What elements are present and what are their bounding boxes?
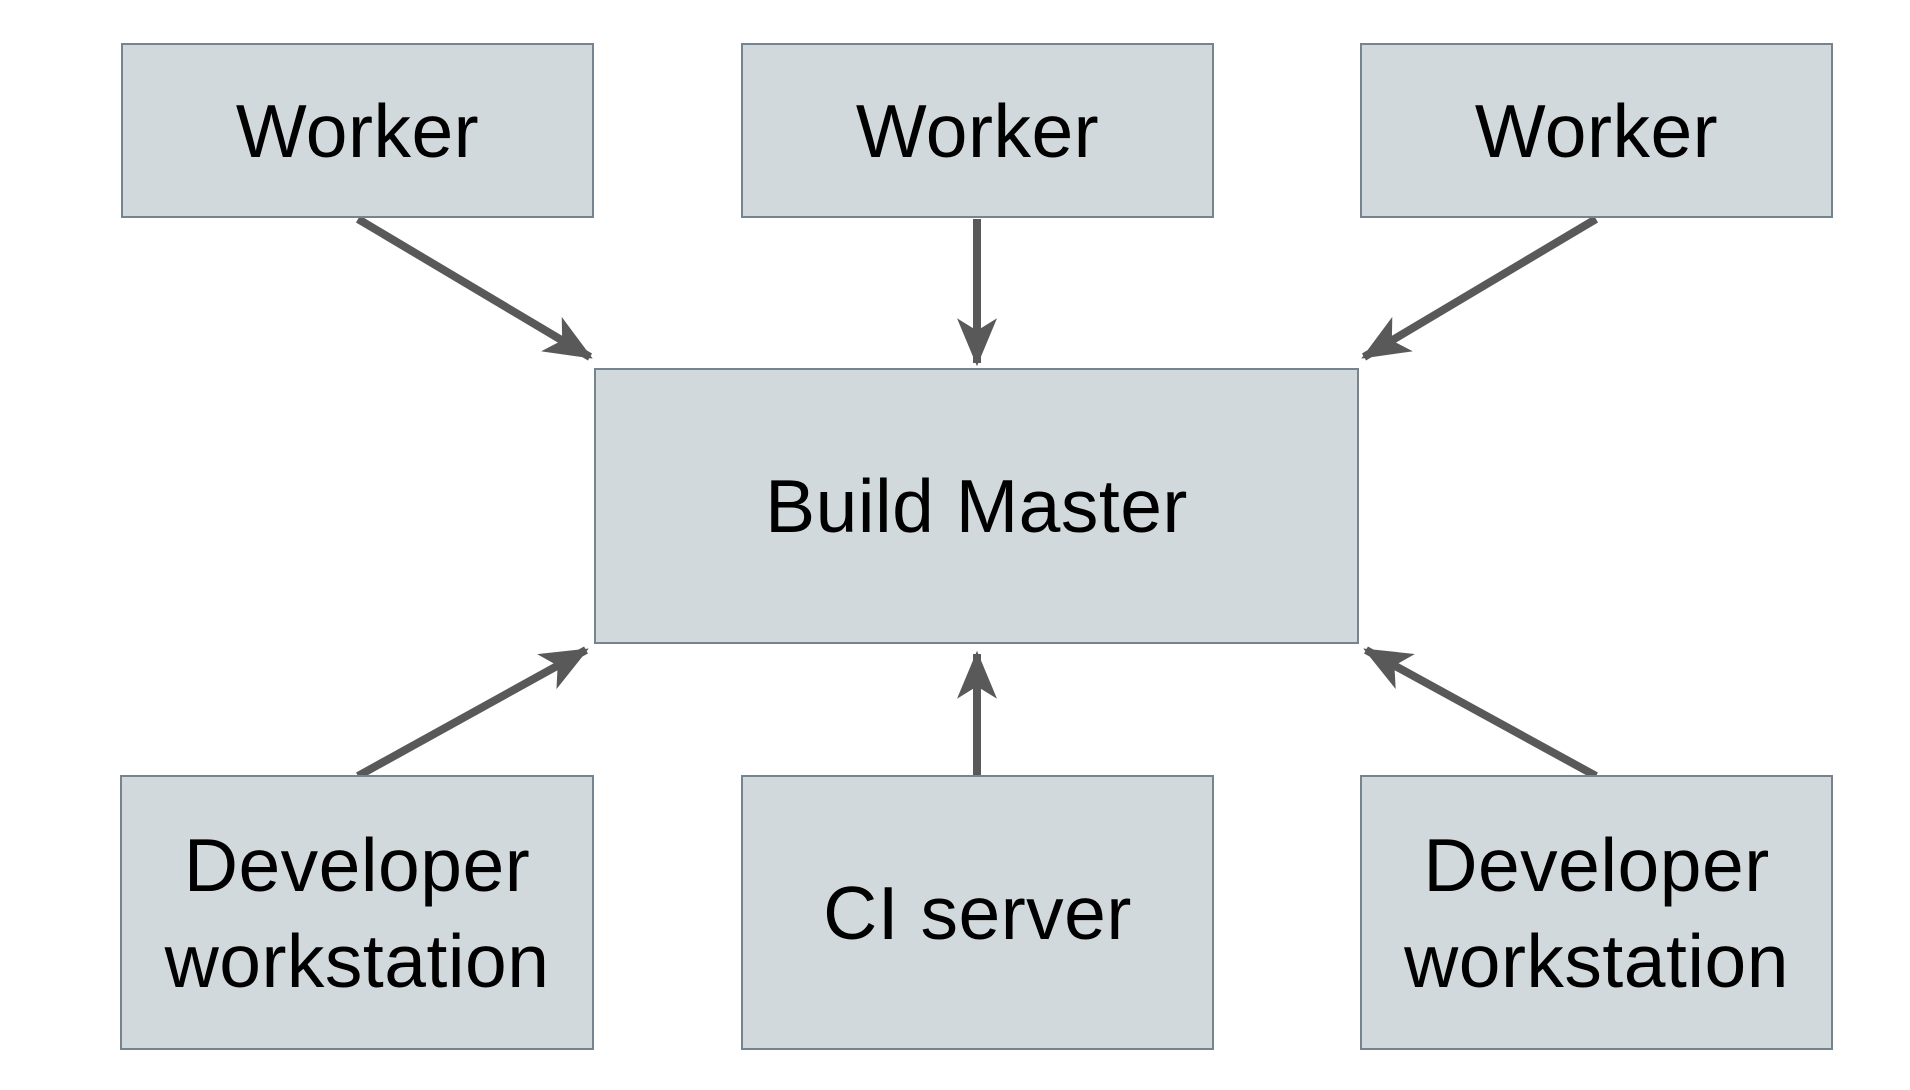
node-label-worker-1: Worker	[235, 88, 480, 173]
node-label-worker-3: Worker	[1474, 88, 1719, 173]
node-worker-3: Worker	[1360, 43, 1833, 218]
node-label-ci-server: CI server	[823, 870, 1132, 955]
node-label-developer-workstation-1: Developer workstation	[164, 822, 550, 1003]
node-label-worker-2: Worker	[855, 88, 1100, 173]
arrow-worker-1-to-build-master	[355, 215, 593, 361]
node-ci-server: CI server	[741, 775, 1214, 1050]
node-label-developer-workstation-2: Developer workstation	[1404, 822, 1789, 1003]
arrow-developer-workstation-2-to-build-master	[1363, 646, 1598, 780]
node-developer-workstation-2: Developer workstation	[1360, 775, 1833, 1050]
node-label-build-master: Build Master	[765, 464, 1188, 548]
arrow-worker-3-to-build-master	[1361, 215, 1599, 361]
arrow-developer-workstation-1-to-build-master	[356, 646, 589, 780]
node-worker-2: Worker	[741, 43, 1214, 218]
node-build-master: Build Master	[594, 368, 1359, 644]
node-worker-1: Worker	[121, 43, 594, 218]
node-developer-workstation-1: Developer workstation	[120, 775, 594, 1050]
